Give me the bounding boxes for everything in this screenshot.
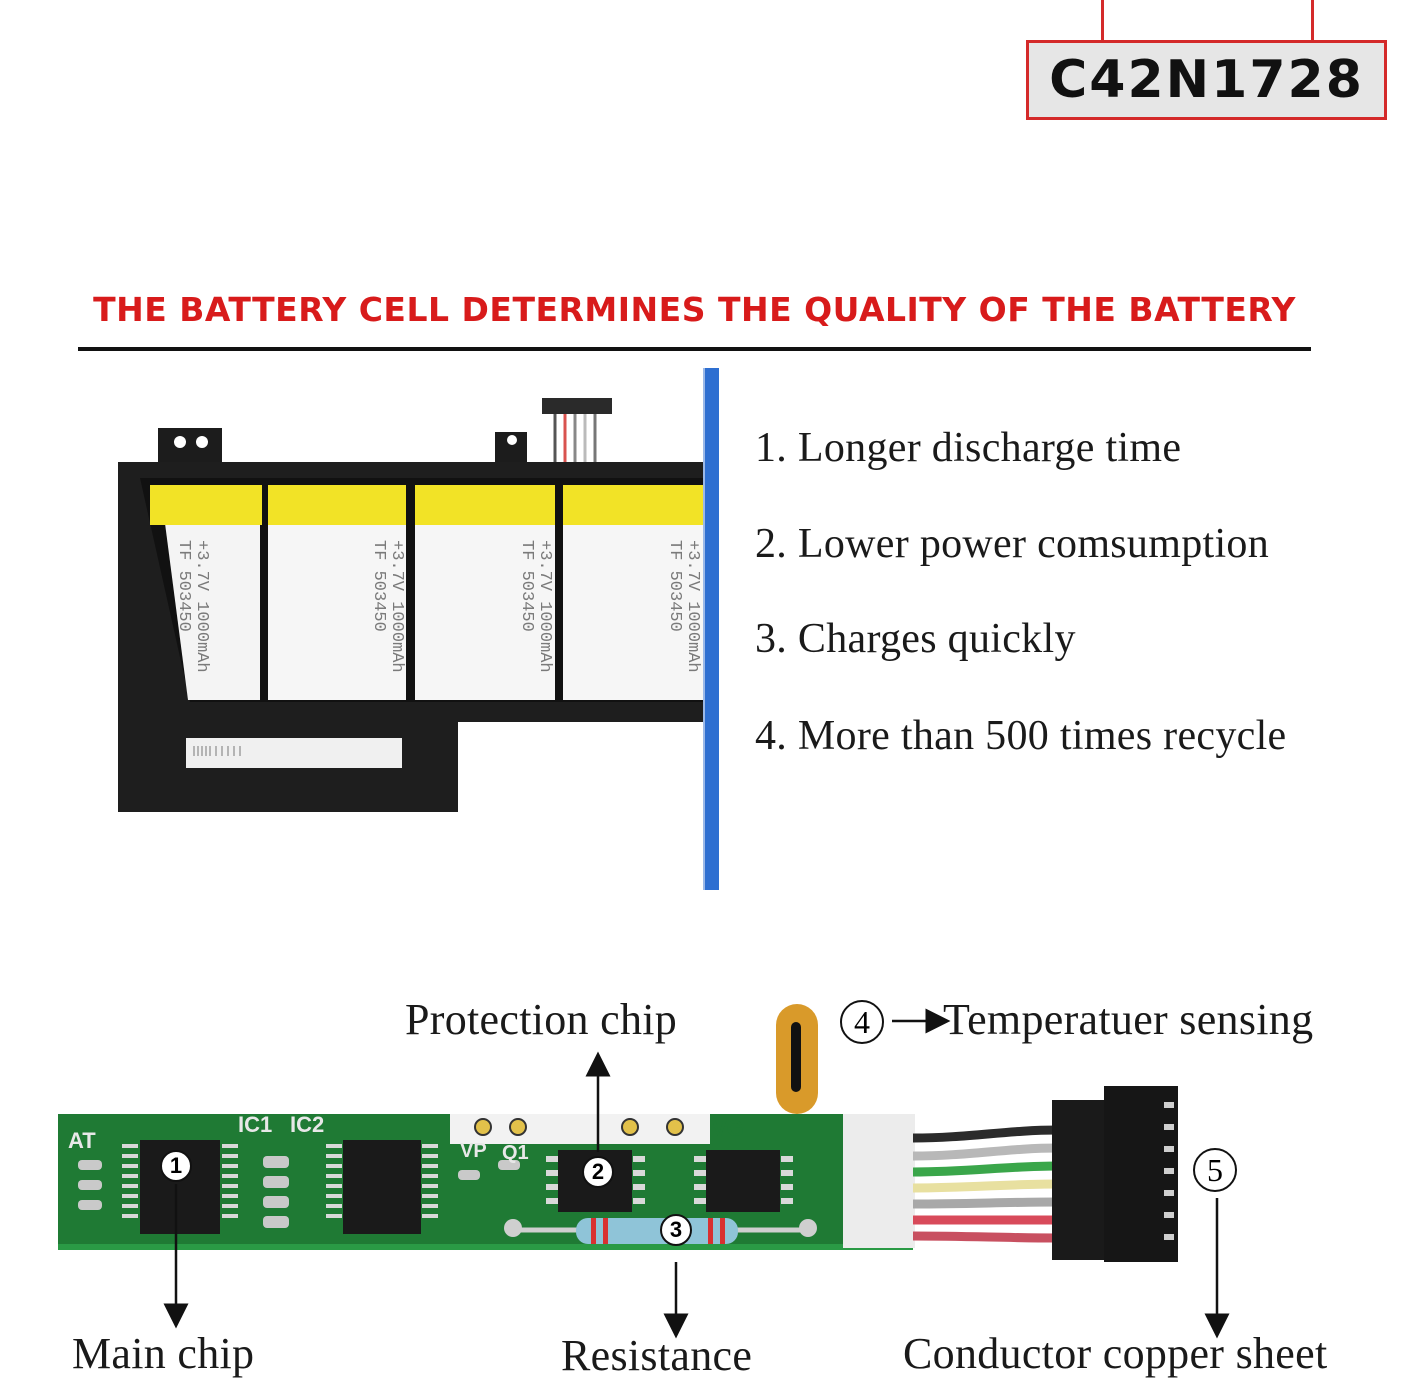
silk-ic2: IC2 [290,1112,325,1137]
silk-vg: VG [712,1116,744,1141]
marker-1: 1 [160,1150,192,1182]
marker-4: 4 [840,1000,884,1044]
headline: THE BATTERY CELL DETERMINES THE QUALITY … [93,290,1296,329]
headline-underline [78,347,1311,351]
label-conductor-copper-sheet: Conductor copper sheet [903,1329,1328,1378]
feature-1: 1. Longer discharge time [755,425,1182,471]
label-protection-chip: Protection chip [405,995,678,1044]
model-lead-left [1101,0,1104,40]
pcb-illustration [58,1004,1178,1262]
marker-2: 2 [582,1156,614,1188]
model-code-box: C42N1728 [1026,40,1387,120]
divider-bar [703,368,719,890]
label-temperature-sensing: Temperatuer sensing [943,995,1314,1044]
battery-illustration [118,398,705,812]
silk-at: AT [68,1128,96,1153]
label-main-chip: Main chip [72,1329,255,1378]
feature-3: 3. Charges quickly [755,616,1076,662]
label-resistance: Resistance [561,1331,753,1380]
marker-5: 5 [1193,1148,1237,1192]
silk-vp: VP [460,1140,487,1162]
feature-2: 2. Lower power comsumption [755,521,1270,567]
marker-3: 3 [660,1214,692,1246]
silk-ic1: IC1 [238,1112,273,1137]
battery-cells [150,485,703,700]
silk-q1: Q1 [502,1142,529,1164]
feature-4: 4. More than 500 times recycle [755,713,1287,759]
model-lead-right [1311,0,1314,40]
model-code: C42N1728 [1049,50,1364,110]
